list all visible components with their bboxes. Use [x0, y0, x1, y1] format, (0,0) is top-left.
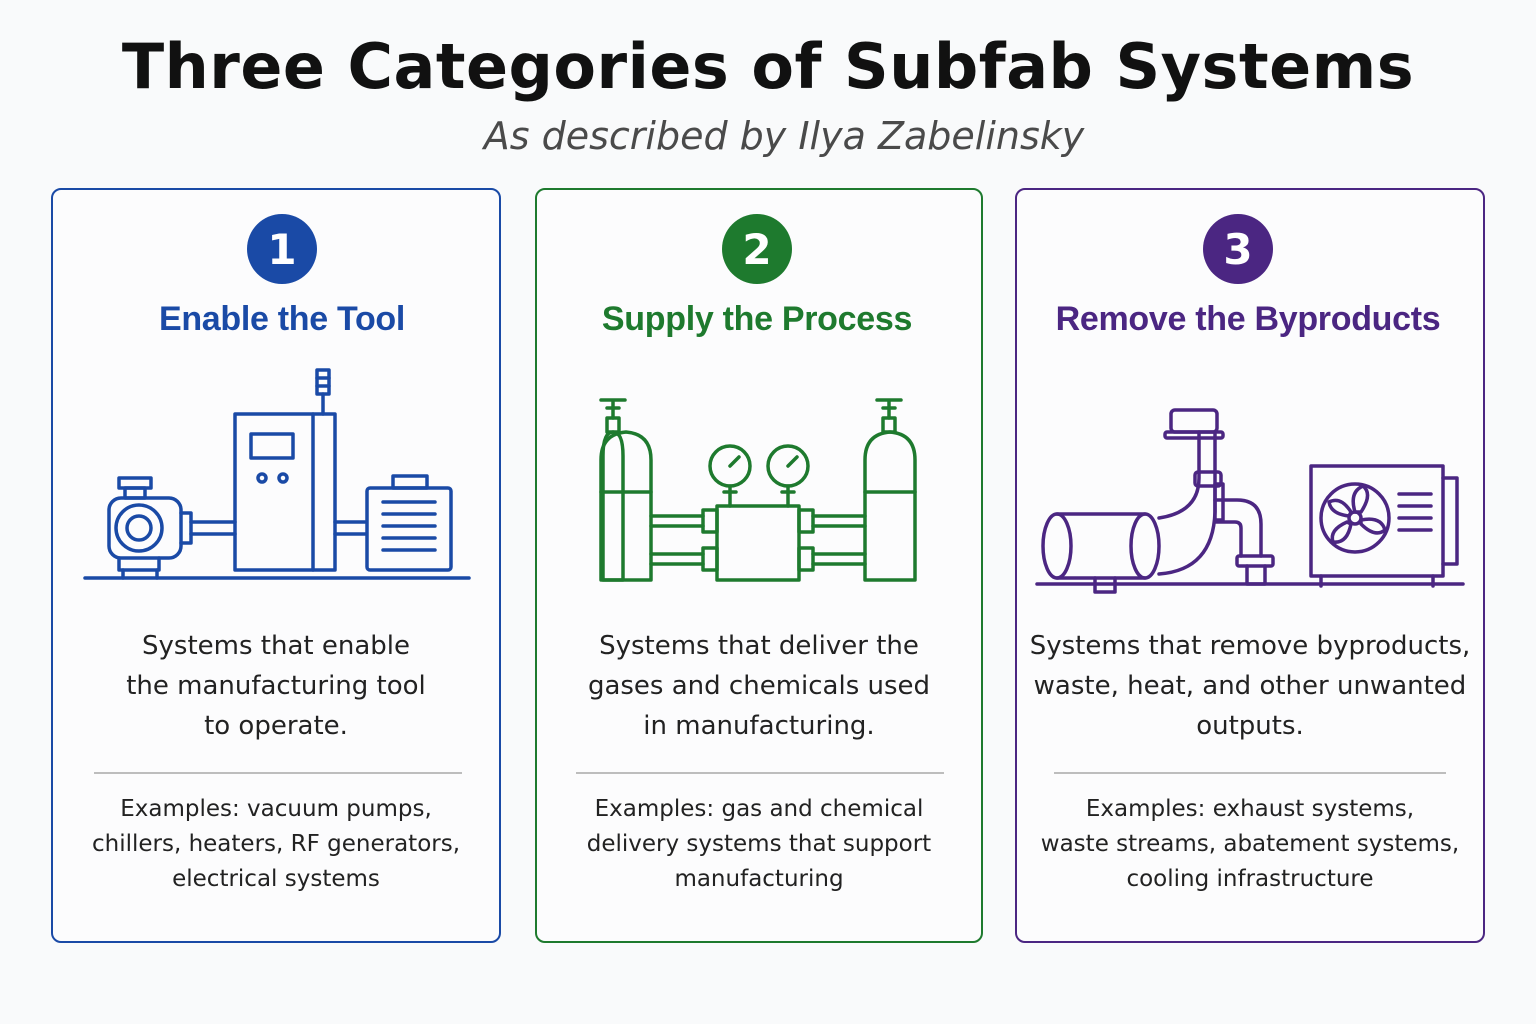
card-divider [94, 772, 462, 774]
pump-tool-chiller-icon [83, 368, 471, 580]
category-number-badge: 3 [1203, 214, 1273, 284]
category-description: Systems that deliver the gases and chemi… [587, 631, 931, 741]
category-number-badge: 2 [722, 214, 792, 284]
category-examples: Examples: gas and chemical delivery syst… [586, 796, 932, 892]
page-title: Three Categories of Subfab Systems [121, 30, 1415, 103]
card-divider [576, 772, 944, 774]
category-description: Systems that enable the manufacturing to… [126, 631, 426, 741]
category-examples: Examples: vacuum pumps, chillers, heater… [91, 796, 461, 892]
category-card-remove-byproducts: 3 Remove the Byproducts [1015, 188, 1485, 943]
category-heading: Remove the Byproducts [1055, 300, 1441, 338]
category-description: Systems that remove byproducts, waste, h… [1029, 631, 1471, 741]
category-heading: Supply the Process [601, 300, 913, 338]
exhaust-pipe-fan-icon [1035, 408, 1465, 594]
card-divider [1054, 772, 1446, 774]
category-card-enable-tool: 1 Enable the Tool [51, 188, 501, 943]
category-card-supply-process: 2 Supply the Process [535, 188, 983, 943]
category-heading: Enable the Tool [158, 300, 406, 338]
page-subtitle: As described by Ilya Zabelinsky [483, 114, 1085, 158]
gas-cylinder-manifold-icon [599, 398, 917, 582]
category-examples: Examples: exhaust systems, waste streams… [1040, 796, 1460, 892]
category-number-badge: 1 [247, 214, 317, 284]
